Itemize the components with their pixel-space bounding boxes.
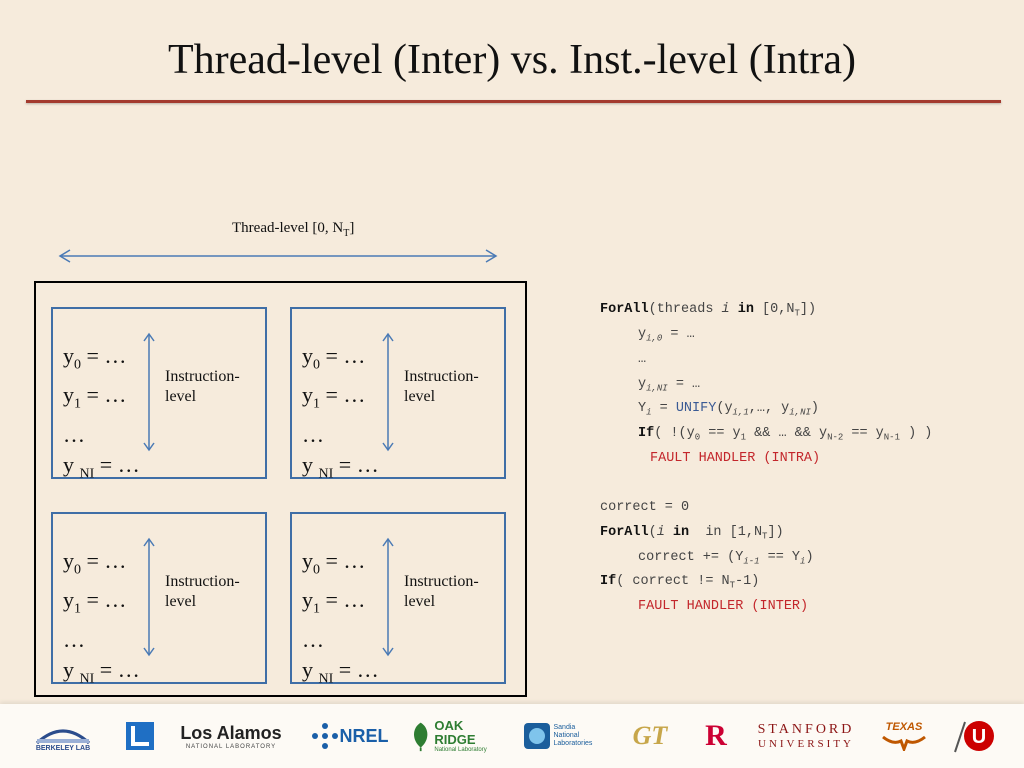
nrel-icon <box>311 723 338 749</box>
code-line: yi,0 = … <box>638 327 695 344</box>
thread-level-label: Thread-level [0, NT] <box>232 220 355 239</box>
title-divider <box>26 100 1001 103</box>
instruction-level-label: Instruction-level <box>165 573 240 610</box>
los-alamos-logo: Los Alamos NATIONAL LABORATORY <box>180 722 282 750</box>
code-line: correct = 0 <box>600 500 690 515</box>
fault-handler-intra: FAULT HANDLER (INTRA) <box>650 451 821 466</box>
longhorn-icon <box>882 735 926 751</box>
instruction-level-arrow <box>143 332 155 452</box>
code-line: Yi = UNIFY(yi,1,…, yi,NI) <box>638 401 819 418</box>
georgia-tech-logo: GT <box>632 721 668 750</box>
instruction-level-label: Instruction-level <box>404 368 479 405</box>
berkeley-lab-icon <box>35 729 91 744</box>
code-line: correct += (Yi-1 == Yi) <box>638 550 814 567</box>
thread-cell: y0 = … y1 = … … y NI = … Instruction-lev… <box>290 307 506 481</box>
stanford-logo: STANFORD UNIVERSITY <box>757 722 855 750</box>
instruction-lines: y0 = … y1 = … … y NI = … <box>63 548 140 687</box>
code-line: If( !(y0 == y1 && … && yN-2 == yN-1 ) ) <box>638 426 933 443</box>
code-line: If( correct != NT-1) <box>600 574 760 591</box>
instruction-level-arrow <box>143 537 155 657</box>
sandia-logo: Sandia National Laboratories <box>520 714 600 758</box>
berkeley-lab-logo: BERKELEY LAB <box>26 714 100 758</box>
svg-text:U: U <box>972 726 986 748</box>
thread-range-arrow <box>58 249 498 263</box>
code-line: … <box>638 352 647 367</box>
oak-ridge-logo: OAK RIDGE National Laboratory <box>410 714 500 758</box>
utah-feather-u-icon: U <box>954 721 994 753</box>
instruction-level-label: Instruction-level <box>404 573 479 610</box>
instruction-lines: y0 = … y1 = … … y NI = … <box>302 548 379 687</box>
instruction-lines: y0 = … y1 = … … y NI = … <box>63 343 140 482</box>
code-line: yi,NI = … <box>638 377 701 394</box>
instruction-level-label: Instruction-level <box>165 368 240 405</box>
oak-leaf-icon <box>414 722 428 752</box>
fault-handler-inter: FAULT HANDLER (INTER) <box>638 599 809 614</box>
texas-logo: TEXAS <box>876 714 932 758</box>
slide-title: Thread-level (Inter) vs. Inst.-level (In… <box>168 37 856 83</box>
sandia-icon <box>523 723 550 749</box>
sponsor-logo-bar: BERKELEY LAB Los Alamos NATIONAL LABORAT… <box>0 704 1024 768</box>
utah-logo: U <box>950 714 1000 758</box>
code-line: ForAll(threads i in [0,NT]) <box>600 302 817 319</box>
instruction-lines: y0 = … y1 = … … y NI = … <box>302 343 379 482</box>
instruction-level-arrow <box>382 332 394 452</box>
thread-container: y0 = … y1 = … … y NI = … Instruction-lev… <box>34 281 527 697</box>
rutgers-logo: R <box>705 719 727 752</box>
thread-cell: y0 = … y1 = … … y NI = … Instruction-lev… <box>51 307 267 481</box>
thread-cell: y0 = … y1 = … … y NI = … Instruction-lev… <box>51 512 267 686</box>
llnl-logo <box>120 714 160 758</box>
instruction-level-arrow <box>382 537 394 657</box>
llnl-icon <box>126 722 154 750</box>
thread-cell: y0 = … y1 = … … y NI = … Instruction-lev… <box>290 512 506 686</box>
code-line: ForAll(i in in [1,NT]) <box>600 525 784 542</box>
nrel-logo: NREL <box>302 714 396 758</box>
